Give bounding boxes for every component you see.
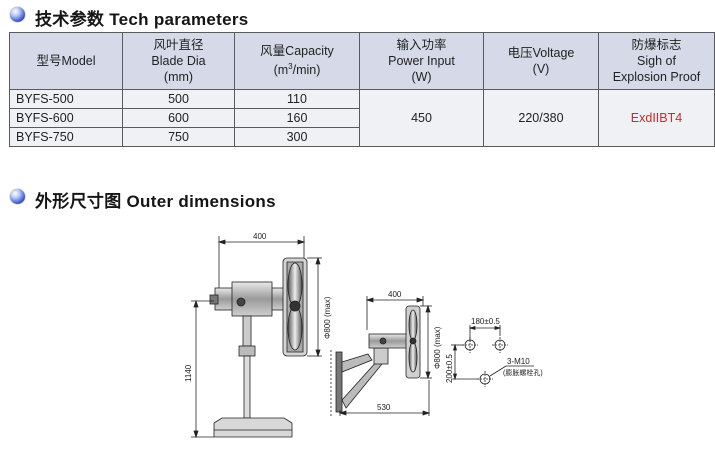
header-voltage: 电压Voltage(V): [483, 32, 599, 90]
cell-voltage: 220/380: [483, 89, 599, 147]
cell-blade-dia: 750: [122, 127, 235, 147]
header-capacity: 风量Capacity(m3/min): [234, 32, 360, 90]
outer-dimensions-title: 外形尺寸图 Outer dimensions: [35, 192, 276, 211]
stand-height-label: 1140: [184, 364, 193, 382]
mounting-hole-diagram: [451, 325, 534, 387]
section-bullet-icon: [10, 189, 25, 204]
table-row: BYFS-750 750 300: [9, 127, 715, 147]
cell-model: BYFS-500: [9, 89, 123, 109]
cell-capacity: 300: [234, 127, 360, 147]
wall-depth-label: 530: [377, 403, 391, 412]
cell-explosion-proof: ExdIIBT4: [598, 89, 715, 147]
section-bullet-icon: [10, 7, 25, 22]
wall-width-label: 400: [388, 290, 402, 299]
bolt-note-label: 3-M10: [507, 357, 530, 366]
hole-spacing-v-label: 200±0.5: [445, 354, 454, 383]
cell-model: BYFS-600: [9, 108, 123, 128]
table-row: BYFS-500 500 110 450 220/380 ExdIIBT4: [9, 89, 715, 147]
bolt-note-sub-label: (膨胀螺栓孔): [503, 368, 543, 377]
cell-blade-dia: 600: [122, 108, 235, 128]
header-model: 型号Model: [9, 32, 123, 90]
wall-dia-label: Φ800 (max): [433, 326, 442, 369]
wall-fan-drawing: [330, 296, 432, 416]
stand-width-label: 400: [253, 232, 267, 241]
cell-blade-dia: 500: [122, 89, 235, 109]
tech-params-title: 技术参数 Tech parameters: [35, 10, 249, 29]
hole-spacing-h-label: 180±0.5: [471, 317, 500, 326]
cell-power-input: 450: [359, 89, 484, 147]
cell-model: BYFS-750: [9, 127, 123, 147]
stand-fan-drawing: [191, 236, 322, 439]
stand-dia-label: Φ800 (max): [323, 296, 332, 339]
